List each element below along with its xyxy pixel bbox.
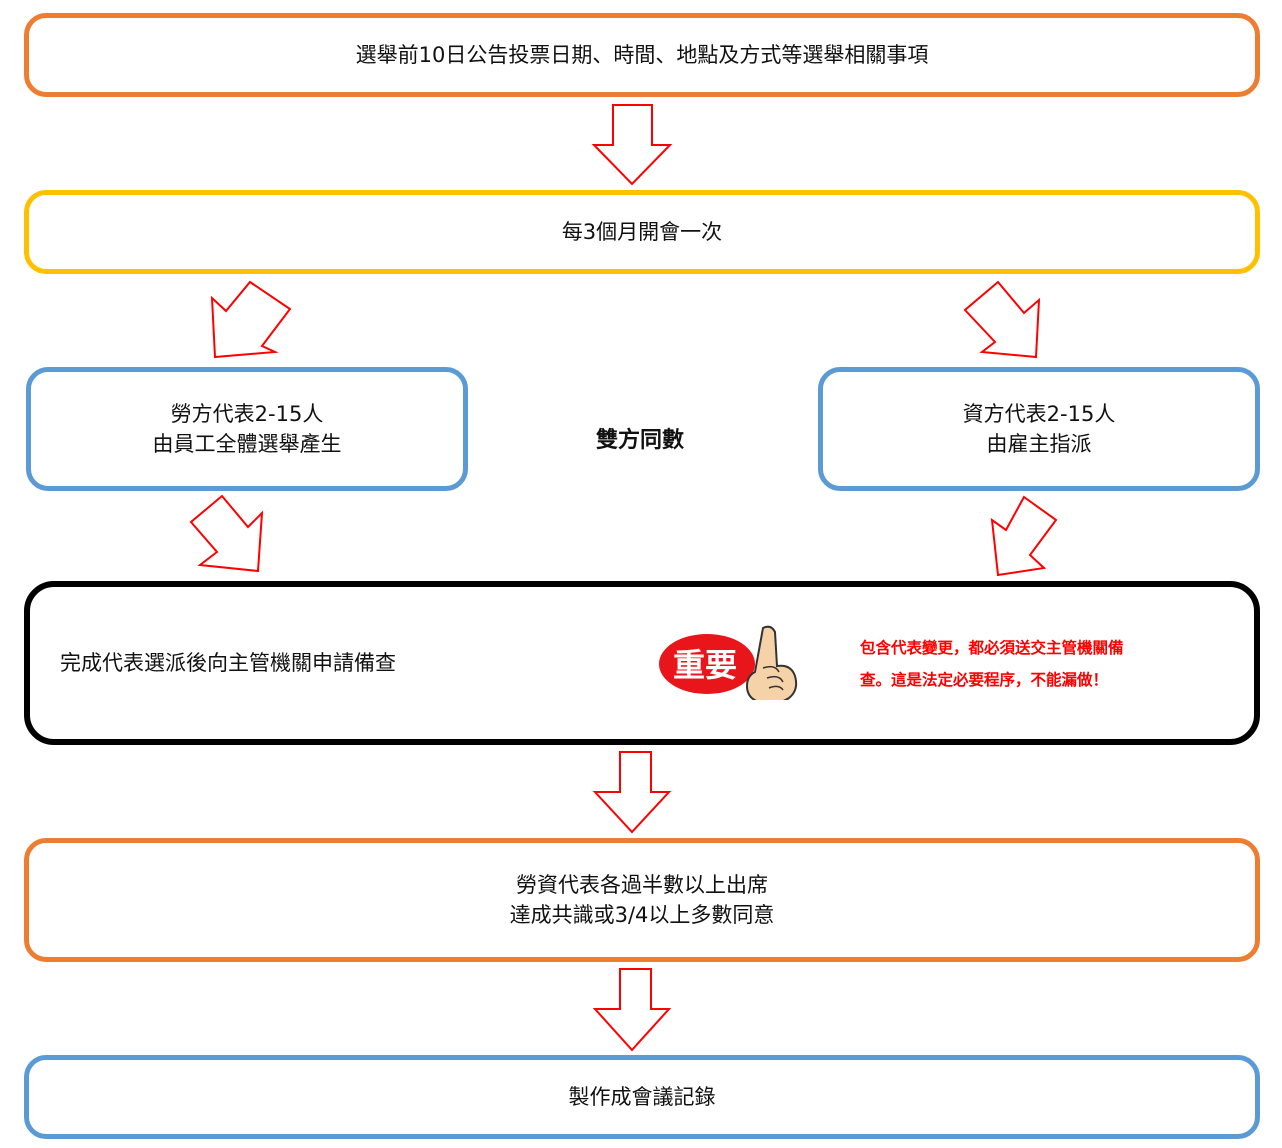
important-badge-text: 重要	[673, 646, 737, 684]
labor-representatives-box: 勞方代表2-15人 由員工全體選舉產生	[26, 367, 468, 491]
employer-representatives-box: 資方代表2-15人 由雇主指派	[818, 367, 1260, 491]
employer-rep-line2: 由雇主指派	[986, 432, 1092, 456]
step-meeting-minutes-text: 製作成會議記錄	[568, 1084, 716, 1109]
labor-rep-line2: 由員工全體選舉產生	[152, 432, 342, 456]
important-badge-oval	[659, 634, 755, 694]
down-arrow-icon	[592, 968, 672, 1052]
employer-rep-line1: 資方代表2-15人	[962, 401, 1116, 426]
down-arrow-icon	[591, 104, 673, 186]
labor-rep-line1: 勞方代表2-15人	[170, 401, 324, 426]
important-note-line2: 查。這是法定必要程序，不能漏做！	[860, 671, 1109, 689]
down-left-arrow-icon	[990, 495, 1058, 577]
step-quorum-consensus: 勞資代表各過半數以上出席 達成共識或3/4以上多數同意	[24, 838, 1260, 962]
down-right-arrow-icon	[189, 494, 264, 573]
important-thumb-icon: 重要	[659, 625, 798, 700]
equal-number-label: 雙方同數	[595, 428, 684, 453]
important-note: 包含代表變更，都必須送交主管機關備 查。這是法定必要程序，不能漏做！	[860, 632, 1220, 696]
step-quarterly-meeting-text: 每3個月開會一次	[561, 219, 723, 244]
step-meeting-minutes: 製作成會議記錄	[24, 1055, 1260, 1139]
step-quorum-line1: 勞資代表各過半數以上出席	[515, 872, 768, 897]
step-quorum-line2: 達成共識或3/4以上多數同意	[509, 903, 775, 927]
down-right-arrow-icon	[963, 280, 1041, 359]
important-note-line1: 包含代表變更，都必須送交主管機關備	[860, 639, 1124, 657]
step-announce-election-text: 選舉前10日公告投票日期、時間、地點及方式等選舉相關事項	[355, 42, 929, 67]
step-quarterly-meeting: 每3個月開會一次	[24, 190, 1260, 274]
thumb-up-hand-icon	[745, 625, 798, 700]
step-register-with-authority: 完成代表選派後向主管機關申請備查	[24, 581, 1260, 745]
down-left-arrow-icon	[210, 280, 292, 359]
step-announce-election: 選舉前10日公告投票日期、時間、地點及方式等選舉相關事項	[24, 13, 1260, 97]
down-arrow-icon	[592, 751, 672, 834]
step-register-text: 完成代表選派後向主管機關申請備查	[60, 650, 396, 675]
